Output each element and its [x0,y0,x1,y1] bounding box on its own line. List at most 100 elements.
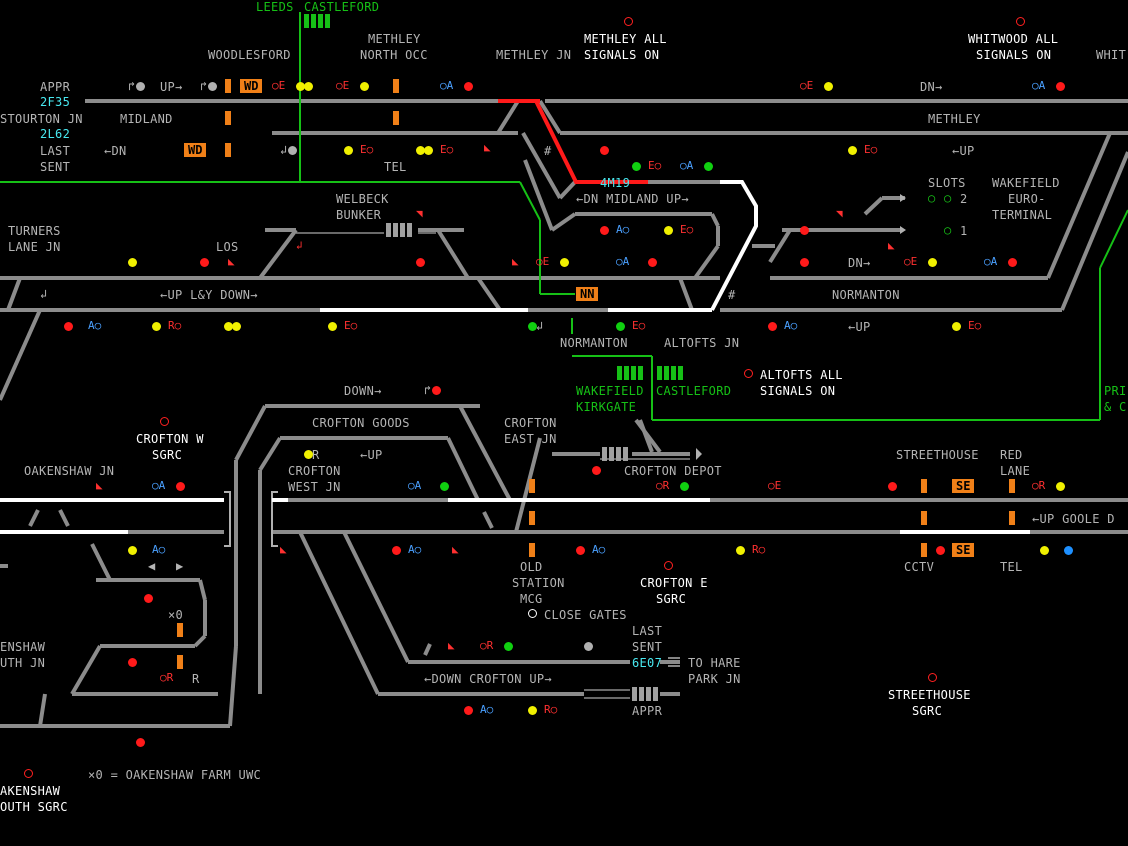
signal-a-indicator[interactable]: ○A [1032,79,1046,92]
signal-e-indicator[interactable]: ○E [336,79,350,92]
se-button-upper[interactable]: SE [952,479,975,493]
signal-head[interactable] [952,322,961,331]
signal-head[interactable] [232,322,241,331]
signal-head[interactable] [424,146,433,155]
signal-r-indicator[interactable]: ○R [656,479,670,492]
signal-head[interactable] [288,146,297,155]
oakenshaw-south-sgrc-1[interactable]: AKENSHAW [0,784,61,798]
track-circuit-marker[interactable] [921,511,927,525]
slot-2-indicator-b[interactable]: ○ [944,191,952,205]
signal-r-indicator[interactable]: ○R [160,671,174,684]
signal-head[interactable] [152,322,161,331]
signal-head[interactable] [416,258,425,267]
signal-e-indicator[interactable]: ○E [904,255,918,268]
signal-head[interactable] [680,482,689,491]
sgrc-indicator[interactable] [160,417,169,426]
signal-head[interactable] [504,642,513,651]
signal-head[interactable] [888,482,897,491]
signal-head[interactable] [616,322,625,331]
signal-head[interactable] [128,546,137,555]
signal-head[interactable] [936,546,945,555]
track-circuit-marker[interactable] [529,479,535,493]
signal-e-indicator[interactable]: E○ [680,223,694,236]
signal-a-indicator[interactable]: ○A [440,79,454,92]
shunt-signal-icon[interactable]: ↱ [200,79,208,93]
signal-a-indicator[interactable]: A○ [152,543,166,556]
signal-head[interactable] [528,706,537,715]
shunt-signal-icon[interactable]: ◣ [448,639,455,652]
signal-e-indicator[interactable]: E○ [648,159,662,172]
signal-head[interactable] [1056,82,1065,91]
signal-head[interactable] [416,146,425,155]
signal-head[interactable] [800,226,809,235]
crofton-w-sgrc-2[interactable]: SGRC [152,448,183,462]
sgrc-indicator[interactable] [928,673,937,682]
signal-head[interactable] [648,258,657,267]
signal-a-indicator[interactable]: ○A [680,159,694,172]
track-circuit-marker[interactable] [225,143,231,157]
signal-a-indicator[interactable]: A○ [408,543,422,556]
shunt-signal-icon[interactable]: ↱ [424,383,432,397]
shunt-signal-icon[interactable]: ◥ [836,207,843,220]
signal-r-indicator[interactable]: R○ [544,703,558,716]
sgrc-indicator[interactable] [664,561,673,570]
whitwood-all-signals-on-line1[interactable]: WHITWOOD ALL [968,32,1059,46]
signal-e-indicator[interactable]: E○ [864,143,878,156]
wd-button-lower[interactable]: WD [184,143,207,157]
headcode-berth-2F35[interactable]: 2F35 [40,95,71,109]
signal-head[interactable] [464,82,473,91]
signal-head[interactable] [224,322,233,331]
signal-a-indicator[interactable]: ○A [616,255,630,268]
signal-r-indicator[interactable]: ○R [480,639,494,652]
signal-a-indicator[interactable]: A○ [616,223,630,236]
signal-head[interactable] [824,82,833,91]
signal-a-indicator[interactable]: A○ [480,703,494,716]
signal-head[interactable] [208,82,217,91]
all-signals-on-indicator[interactable] [1016,17,1025,26]
signal-head[interactable] [392,546,401,555]
signal-head[interactable] [136,82,145,91]
close-gates-indicator[interactable] [528,609,537,618]
signal-a-indicator[interactable]: ○A [984,255,998,268]
signal-head[interactable] [1064,546,1073,555]
signal-head[interactable] [704,162,713,171]
se-button-lower[interactable]: SE [952,543,975,557]
track-circuit-marker[interactable] [1009,479,1015,493]
signal-e-indicator[interactable]: E○ [344,319,358,332]
signal-e-indicator[interactable]: ○E [768,479,782,492]
sgrc-indicator[interactable] [24,769,33,778]
signal-head[interactable] [928,258,937,267]
signal-head[interactable] [1008,258,1017,267]
signal-head[interactable] [664,226,673,235]
signal-head[interactable] [800,258,809,267]
signal-e-indicator[interactable]: E○ [968,319,982,332]
signal-a-indicator[interactable]: A○ [88,319,102,332]
signal-head[interactable] [296,82,305,91]
crofton-w-sgrc-1[interactable]: CROFTON W [136,432,204,446]
wd-button-upper[interactable]: WD [240,79,263,93]
all-signals-on-indicator[interactable] [744,369,753,378]
signal-e-indicator[interactable]: E○ [632,319,646,332]
signal-e-indicator[interactable]: E○ [440,143,454,156]
shunt-signal-icon[interactable]: ◣ [888,239,895,252]
headcode-berth-6E07[interactable]: 6E07 [632,656,663,670]
all-signals-on-indicator[interactable] [624,17,633,26]
streethouse-sgrc-2[interactable]: SGRC [912,704,943,718]
shunt-signal-icon[interactable]: ↲ [536,319,544,333]
signal-e-indicator[interactable]: ○E [536,255,550,268]
signal-r-indicator[interactable]: R○ [752,543,766,556]
shunt-signal-icon[interactable]: ↲ [40,287,48,301]
slot-2-indicator[interactable]: ○ [928,191,936,205]
signal-head[interactable] [1056,482,1065,491]
shunt-signal-icon[interactable]: ◣ [228,255,235,268]
signal-e-indicator[interactable]: E○ [360,143,374,156]
signal-head[interactable] [576,546,585,555]
signal-head[interactable] [144,594,153,603]
shunt-signal-icon[interactable]: ◣ [452,543,459,556]
signal-head[interactable] [528,322,537,331]
signal-head[interactable] [632,162,641,171]
signal-head[interactable] [848,146,857,155]
track-circuit-marker[interactable] [177,655,183,669]
signal-head[interactable] [136,738,145,747]
signal-head[interactable] [600,146,609,155]
